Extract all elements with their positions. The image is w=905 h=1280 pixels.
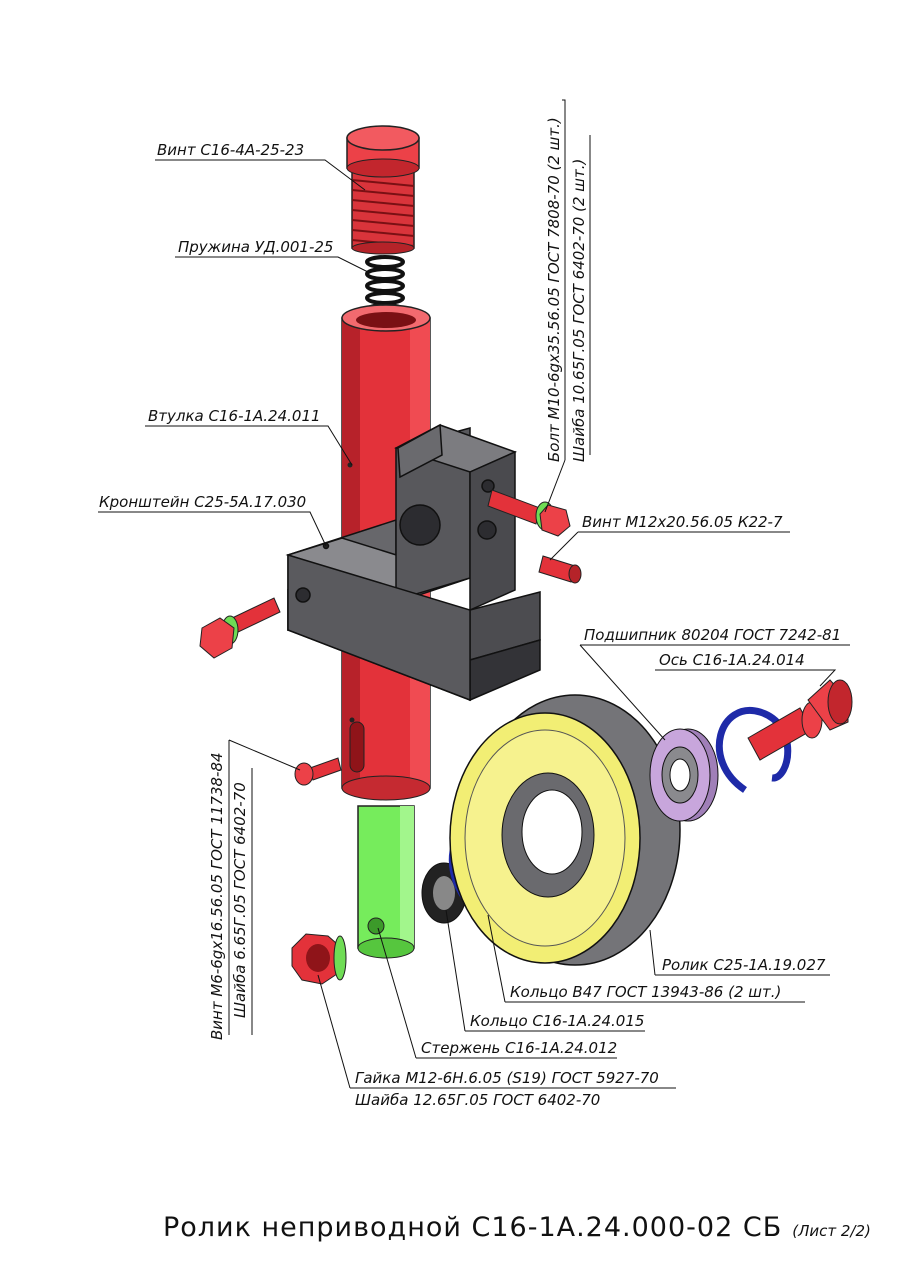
- label-spring: Пружина УД.001-25: [178, 238, 334, 256]
- axle: [747, 679, 853, 761]
- label-ring-b47: Кольцо В47 ГОСТ 13943-86 (2 шт.): [510, 983, 782, 1001]
- nut-m12: [291, 933, 347, 985]
- label-rod: Стержень С16-1А.24.012: [421, 1039, 618, 1057]
- vint-m12: [538, 555, 582, 584]
- label-washer-12: Шайба 12.65Г.05 ГОСТ 6402-70: [355, 1091, 601, 1109]
- bolt-m10: [487, 489, 571, 537]
- label-vint-m12: Винт М12х20.56.05 К22-7: [582, 513, 783, 531]
- label-ring-015: Кольцо С16-1А.24.015: [470, 1012, 645, 1030]
- label-roller: Ролик С25-1А.19.027: [662, 956, 826, 974]
- leader-lines: [98, 99, 850, 1089]
- label-washer-10: Шайба 10.65Г.05 ГОСТ 6402-70 (2 шт.): [570, 158, 588, 462]
- ring-b47-right: [715, 706, 792, 793]
- bracket: [285, 423, 541, 702]
- label-bearing: Подшипник 80204 ГОСТ 7242-81: [584, 626, 842, 644]
- rod: [357, 805, 415, 959]
- label-vint-m6: Винт М6-6gх16.56.05 ГОСТ 11738-84: [208, 752, 226, 1040]
- label-bolt-m10: Болт М10-6gх35.56.05 ГОСТ 7808-70 (2 шт.…: [545, 117, 563, 462]
- drawing-title: Ролик неприводной С16-1А.24.000-02 СБ (Ли…: [163, 1212, 871, 1243]
- label-nut: Гайка М12-6Н.6.05 (S19) ГОСТ 5927-70: [355, 1069, 659, 1087]
- bolt-left: [199, 597, 281, 659]
- bearing: [649, 728, 719, 822]
- drawing-title-text: Ролик неприводной С16-1А.24.000-02 СБ: [163, 1212, 783, 1243]
- sheet-note: (Лист 2/2): [792, 1222, 871, 1240]
- top-screw: [346, 125, 420, 255]
- vint-m6: [294, 757, 342, 786]
- label-washer-6: Шайба 6.65Г.05 ГОСТ 6402-70: [231, 782, 249, 1018]
- label-axle: Ось С16-1А.24.014: [659, 651, 805, 669]
- label-bushing: Втулка С16-1А.24.011: [148, 407, 321, 425]
- label-bracket: Кронштейн С25-5А.17.030: [99, 493, 307, 511]
- label-vint-top: Винт С16-4А-25-23: [157, 141, 305, 159]
- roller: [449, 694, 681, 966]
